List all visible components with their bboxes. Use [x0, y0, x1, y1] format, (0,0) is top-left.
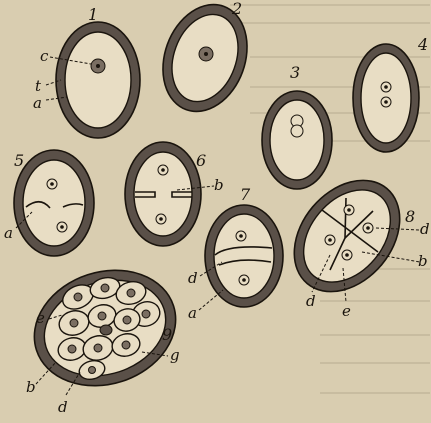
figure-number-2: 2	[231, 0, 242, 18]
label-d: d	[188, 269, 198, 287]
label-g: g	[170, 346, 180, 364]
figure-number-3: 3	[290, 63, 300, 82]
label-b: b	[26, 378, 36, 396]
figure-number-5: 5	[14, 151, 24, 170]
figure-number-7: 7	[240, 185, 251, 204]
label-e: e	[36, 309, 45, 327]
label-t: t	[35, 77, 42, 95]
label-b: b	[418, 252, 428, 270]
figure-number-8: 8	[405, 207, 415, 226]
label-b: b	[214, 176, 224, 194]
figure-number-9: 9	[162, 325, 172, 344]
figure-number-4: 4	[417, 35, 428, 54]
label-d: d	[306, 292, 316, 310]
label-a: a	[4, 224, 13, 242]
label-c: c	[40, 47, 49, 65]
figure-number-1: 1	[88, 5, 98, 24]
figure-number-6: 6	[196, 151, 206, 170]
label-a: a	[188, 304, 197, 322]
label-d: d	[58, 398, 68, 416]
label-d: d	[420, 220, 430, 238]
label-a: a	[33, 94, 42, 112]
label-e: e	[342, 302, 351, 320]
